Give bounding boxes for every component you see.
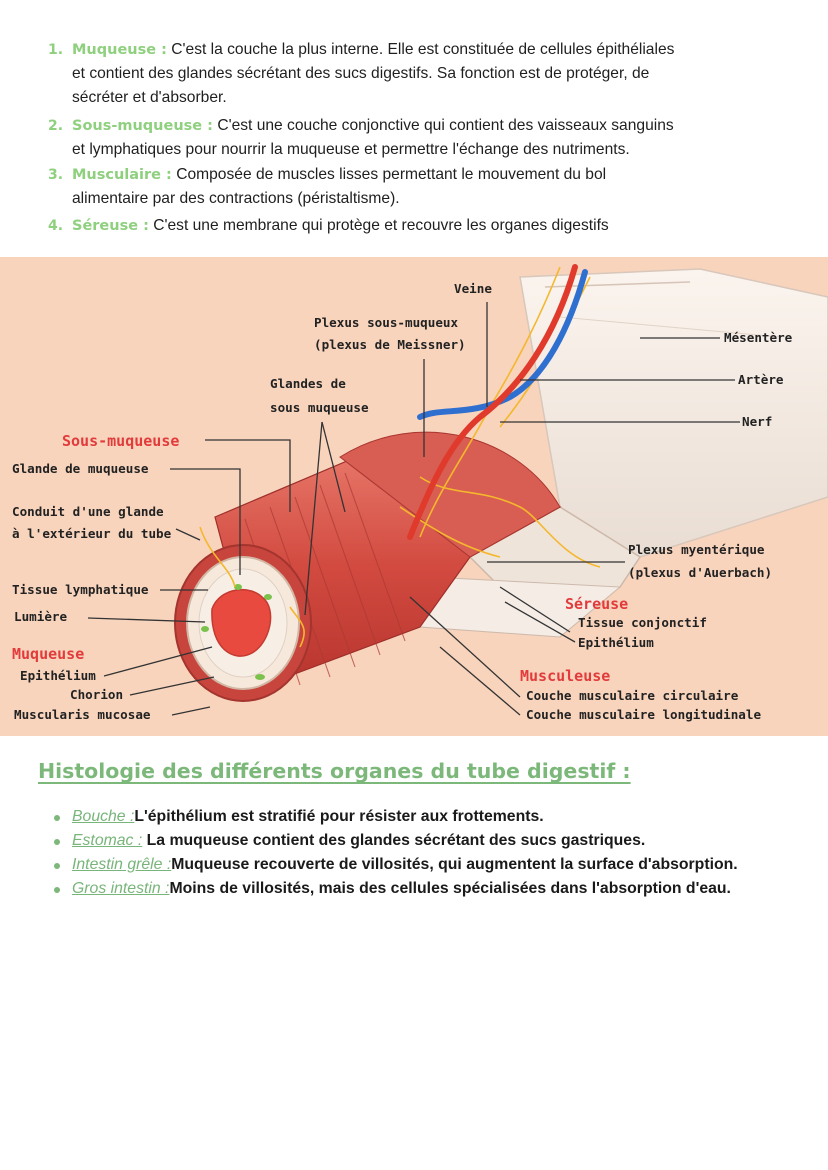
label-glandes-de: Glandes de bbox=[270, 376, 346, 391]
blood-vessels bbox=[407, 264, 588, 540]
list-item-gros-intestin: Gros intestin :Moins de villosités, mais… bbox=[52, 877, 792, 901]
layer-text: Composée de muscles lisses permettant le… bbox=[176, 166, 607, 183]
label-sous-muqueuse: Sous-muqueuse bbox=[62, 432, 179, 450]
label-muscularis-mucosae: Muscularis mucosae bbox=[14, 707, 151, 722]
layer-term: Musculaire : bbox=[72, 167, 172, 183]
label-couche-longitudinale: Couche musculaire longitudinale bbox=[526, 707, 761, 722]
layer-text-cont: alimentaire par des contractions (périst… bbox=[72, 190, 400, 207]
leader-lines bbox=[87, 302, 740, 716]
layer-text: C'est une membrane qui protège et recouv… bbox=[153, 217, 609, 234]
label-conduit-glande: Conduit d'une glande bbox=[12, 504, 164, 519]
item-number: 2. bbox=[48, 118, 64, 134]
label-mesentere: Mésentère bbox=[724, 330, 793, 345]
label-lumiere: Lumière bbox=[14, 609, 67, 624]
organ-description: Muqueuse recouverte de villosités, qui a… bbox=[171, 856, 738, 873]
label-plexus-meissner: (plexus de Meissner) bbox=[314, 337, 466, 352]
label-nerf: Nerf bbox=[742, 414, 772, 429]
label-chorion: Chorion bbox=[70, 687, 123, 702]
layer-item-muqueuse: 1. Muqueuse : C'est la couche la plus int… bbox=[48, 38, 788, 110]
label-veine: Veine bbox=[454, 281, 492, 296]
organ-description: La muqueuse contient des glandes sécréta… bbox=[146, 832, 646, 849]
label-plexus-sous-muqueux: Plexus sous-muqueux bbox=[314, 315, 458, 330]
label-sereuse: Séreuse bbox=[565, 595, 628, 613]
organ-name: Bouche : bbox=[72, 808, 135, 825]
histology-list: Bouche :L'épithélium est stratifié pour … bbox=[52, 805, 792, 901]
label-sous-muqueuse-glands: sous muqueuse bbox=[270, 400, 369, 415]
organ-description: Moins de villosités, mais des cellules s… bbox=[169, 880, 731, 897]
layer-term: Muqueuse : bbox=[72, 42, 167, 58]
list-item-bouche: Bouche :L'épithélium est stratifié pour … bbox=[52, 805, 792, 829]
histology-title: Histologie des différents organes du tub… bbox=[38, 759, 631, 783]
digestive-tube-diagram: Veine Plexus sous-muqueux (plexus de Mei… bbox=[0, 257, 828, 736]
organ-description: L'épithélium est stratifié pour résister… bbox=[134, 808, 544, 825]
diagram-illustration: Veine Plexus sous-muqueux (plexus de Mei… bbox=[12, 264, 828, 722]
layer-term: Sous-muqueuse : bbox=[72, 118, 213, 134]
label-glande-muqueuse: Glande de muqueuse bbox=[12, 461, 149, 476]
label-musculeuse: Musculeuse bbox=[520, 667, 610, 685]
layer-text: C'est une couche conjonctive qui contien… bbox=[217, 117, 674, 134]
organ-name: Intestin grêle : bbox=[72, 856, 172, 873]
organ-name: Gros intestin : bbox=[72, 880, 170, 897]
label-plexus-myenterique: Plexus myentérique bbox=[628, 542, 765, 557]
label-tissue-lymphatique: Tissue lymphatique bbox=[12, 582, 149, 597]
label-plexus-auerbach: (plexus d'Auerbach) bbox=[628, 565, 772, 580]
label-muqueuse: Muqueuse bbox=[12, 645, 84, 663]
organ-name: Estomac : bbox=[72, 832, 143, 849]
label-artere: Artère bbox=[738, 372, 784, 387]
label-exterieur-tube: à l'extérieur du tube bbox=[12, 526, 172, 541]
item-number: 1. bbox=[48, 42, 64, 58]
label-couche-circulaire: Couche musculaire circulaire bbox=[526, 688, 739, 703]
list-item-intestin-grele: Intestin grêle :Muqueuse recouverte de v… bbox=[52, 853, 792, 877]
layer-text-cont: et contient des glandes sécrétant des su… bbox=[72, 65, 650, 82]
tube-cross-section bbox=[174, 544, 312, 702]
layer-term: Séreuse : bbox=[72, 218, 149, 234]
item-number: 4. bbox=[48, 218, 64, 234]
item-number: 3. bbox=[48, 167, 64, 183]
label-epithelium: Epithélium bbox=[20, 668, 96, 683]
list-item-estomac: Estomac : La muqueuse contient des gland… bbox=[52, 829, 792, 853]
layer-text-cont: sécréter et d'absorber. bbox=[72, 89, 227, 106]
label-epithelium-sereuse: Epithélium bbox=[578, 635, 654, 650]
layer-item-sereuse: 4. Séreuse : C'est une membrane qui protè… bbox=[48, 214, 788, 238]
layer-item-musculaire: 3. Musculaire : Composée de muscles lisse… bbox=[48, 163, 788, 211]
layer-text-cont: et lymphatiques pour nourrir la muqueuse… bbox=[72, 141, 630, 158]
layer-item-sous-muqueuse: 2. Sous-muqueuse : C'est une couche conjo… bbox=[48, 114, 788, 162]
layer-text: C'est la couche la plus interne. Elle es… bbox=[171, 41, 675, 58]
label-tissue-conjonctif: Tissue conjonctif bbox=[578, 615, 707, 630]
